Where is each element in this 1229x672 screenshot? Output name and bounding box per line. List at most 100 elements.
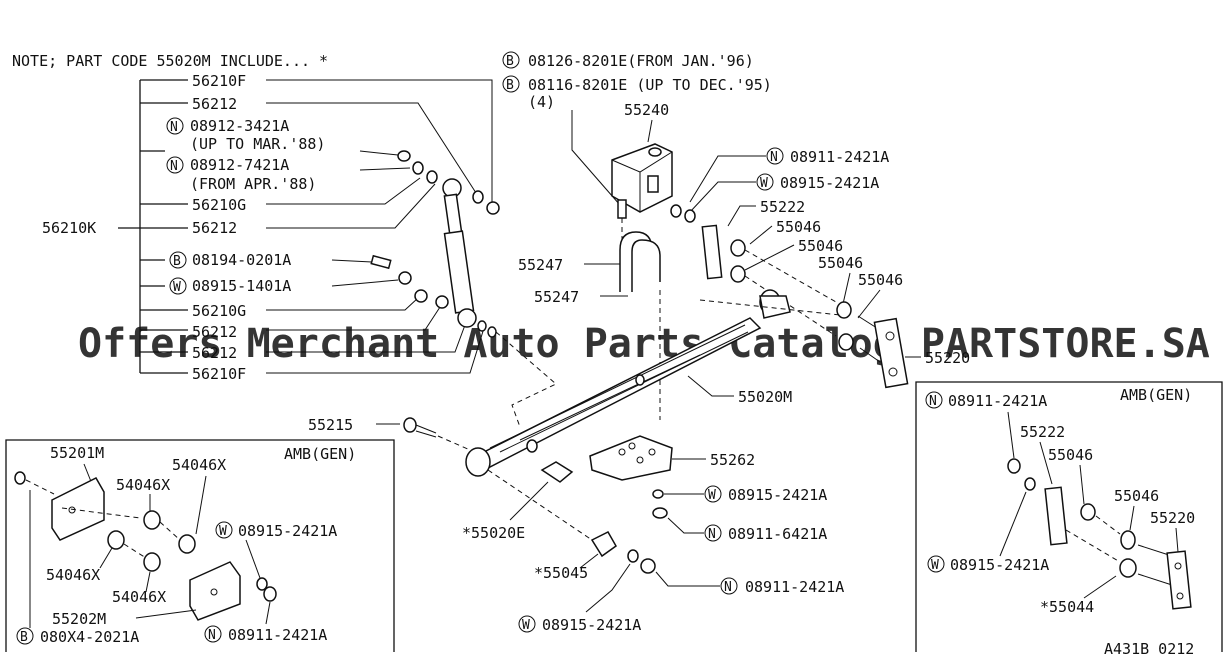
- shock-absorber: [370, 150, 557, 428]
- washer-part: [627, 549, 639, 563]
- svg-text:W: W: [219, 524, 227, 539]
- note-text: NOTE; PART CODE 55020M INCLUDE... *: [12, 52, 328, 70]
- bolt-55215: [403, 417, 471, 451]
- label-55046-c: 55046: [818, 254, 863, 272]
- label-r-08911-2421A: 08911-2421A: [948, 392, 1047, 410]
- nut-icon: N: [720, 577, 738, 595]
- label-56212-4: 56212: [192, 344, 237, 362]
- label-55046-b: 55046: [798, 237, 843, 255]
- svg-text:W: W: [760, 176, 768, 191]
- label-55262: 55262: [710, 451, 755, 469]
- washer-part: [256, 577, 268, 591]
- shackle-55222-inset: [1044, 486, 1173, 586]
- label-56210G-2: 56210G: [192, 302, 246, 320]
- label-55046-d: 55046: [858, 271, 903, 289]
- label-55222: 55222: [760, 198, 805, 216]
- label-08915-1401A: 08915-1401A: [192, 277, 291, 295]
- bumper-55045: [487, 469, 617, 558]
- washer-part: [652, 489, 664, 499]
- label-56212-3: 56212: [192, 323, 237, 341]
- washer-icon: W: [927, 555, 945, 573]
- label-08912-7421A: 08912-7421A: [190, 156, 289, 174]
- nut-part: [652, 507, 668, 519]
- washer-icon: W: [215, 521, 233, 539]
- label-54046X-d: 54046X: [112, 588, 166, 606]
- svg-text:W: W: [173, 280, 181, 295]
- bolt-icon: B: [502, 75, 520, 93]
- svg-text:B: B: [506, 54, 514, 69]
- label-55247-b: 55247: [534, 288, 579, 306]
- bolt-icon: B: [169, 251, 187, 269]
- label-r-55044: *55044: [1040, 598, 1094, 616]
- bracket-55240: [611, 143, 673, 240]
- nut-icon: N: [766, 147, 784, 165]
- bracket-55201M: [14, 471, 141, 541]
- svg-text:N: N: [770, 150, 778, 165]
- label-08911-6421A: 08911-6421A: [728, 525, 827, 543]
- bushing-part: [178, 534, 196, 554]
- washer-icon: W: [704, 485, 722, 503]
- nut-icon: N: [166, 117, 184, 135]
- label-08911-2421A-top: 08911-2421A: [790, 148, 889, 166]
- footer-code: A431B 0212: [1104, 640, 1194, 658]
- watermark: Offers Merchant Auto Parts Catalog PARTS…: [78, 321, 1210, 367]
- plate-55220-inset: [1166, 550, 1192, 610]
- svg-text:B: B: [506, 78, 514, 93]
- plate-55202M: [189, 561, 241, 621]
- bushing-part: [107, 530, 125, 550]
- label-56212-1: 56212: [192, 95, 237, 113]
- nut-part: [1007, 458, 1021, 474]
- nut-part: [670, 204, 682, 218]
- label-56210K: 56210K: [42, 219, 96, 237]
- label-from-apr88: (FROM APR.'88): [190, 175, 316, 193]
- svg-text:N: N: [708, 527, 716, 542]
- nut-icon: N: [166, 156, 184, 174]
- inset-right-title: AMB(GEN): [1120, 386, 1192, 404]
- bolt-icon: B: [502, 51, 520, 69]
- label-56212-2: 56212: [192, 219, 237, 237]
- svg-text:N: N: [170, 120, 178, 135]
- spring-seat-55262: [589, 435, 673, 481]
- label-up-to-mar88: (UP TO MAR.'88): [190, 135, 325, 153]
- nut-icon: N: [204, 625, 222, 643]
- label-55020M: 55020M: [738, 388, 792, 406]
- inset-left: [5, 439, 395, 652]
- shackle-55222: [701, 224, 881, 363]
- nut-icon: N: [704, 524, 722, 542]
- washer-part: [684, 209, 696, 223]
- label-54046X-c: 54046X: [46, 566, 100, 584]
- label-56210F-top: 56210F: [192, 72, 246, 90]
- label-08116-8201E: 08116-8201E (UP TO DEC.'95): [528, 76, 772, 94]
- label-08915-2421A-mid: 08915-2421A: [728, 486, 827, 504]
- label-55201M: 55201M: [50, 444, 104, 462]
- nut-icon: N: [925, 391, 943, 409]
- label-55202M: 55202M: [52, 610, 106, 628]
- label-080X4-2021A: 080X4-2021A: [40, 628, 139, 646]
- label-54046X-b: 54046X: [172, 456, 226, 474]
- label-08911-2421A-bottom: 08911-2421A: [745, 578, 844, 596]
- label-r-55222: 55222: [1020, 423, 1065, 441]
- inset-right: [915, 381, 1223, 652]
- svg-text:W: W: [708, 488, 716, 503]
- label-54046X-a: 54046X: [116, 476, 170, 494]
- washer-part: [1024, 477, 1036, 491]
- label-08911-2421A-left: 08911-2421A: [228, 626, 327, 644]
- label-08912-3421A: 08912-3421A: [190, 117, 289, 135]
- washer-icon: W: [756, 173, 774, 191]
- svg-text:N: N: [929, 394, 937, 409]
- svg-text:N: N: [170, 159, 178, 174]
- label-08915-2421A-bottom: 08915-2421A: [542, 616, 641, 634]
- washer-icon: W: [169, 277, 187, 295]
- label-55045: *55045: [534, 564, 588, 582]
- svg-text:B: B: [20, 630, 28, 645]
- label-08194-0201A: 08194-0201A: [192, 251, 291, 269]
- bushing-part: [143, 552, 161, 572]
- label-56210F-bottom: 56210F: [192, 365, 246, 383]
- label-08915-2421A-left: 08915-2421A: [238, 522, 337, 540]
- bushing-part: [143, 510, 161, 530]
- label-08915-2421A-top: 08915-2421A: [780, 174, 879, 192]
- label-r-08915-2421A: 08915-2421A: [950, 556, 1049, 574]
- label-08126-8201E: 08126-8201E(FROM JAN.'96): [528, 52, 754, 70]
- label-55220: 55220: [925, 349, 970, 367]
